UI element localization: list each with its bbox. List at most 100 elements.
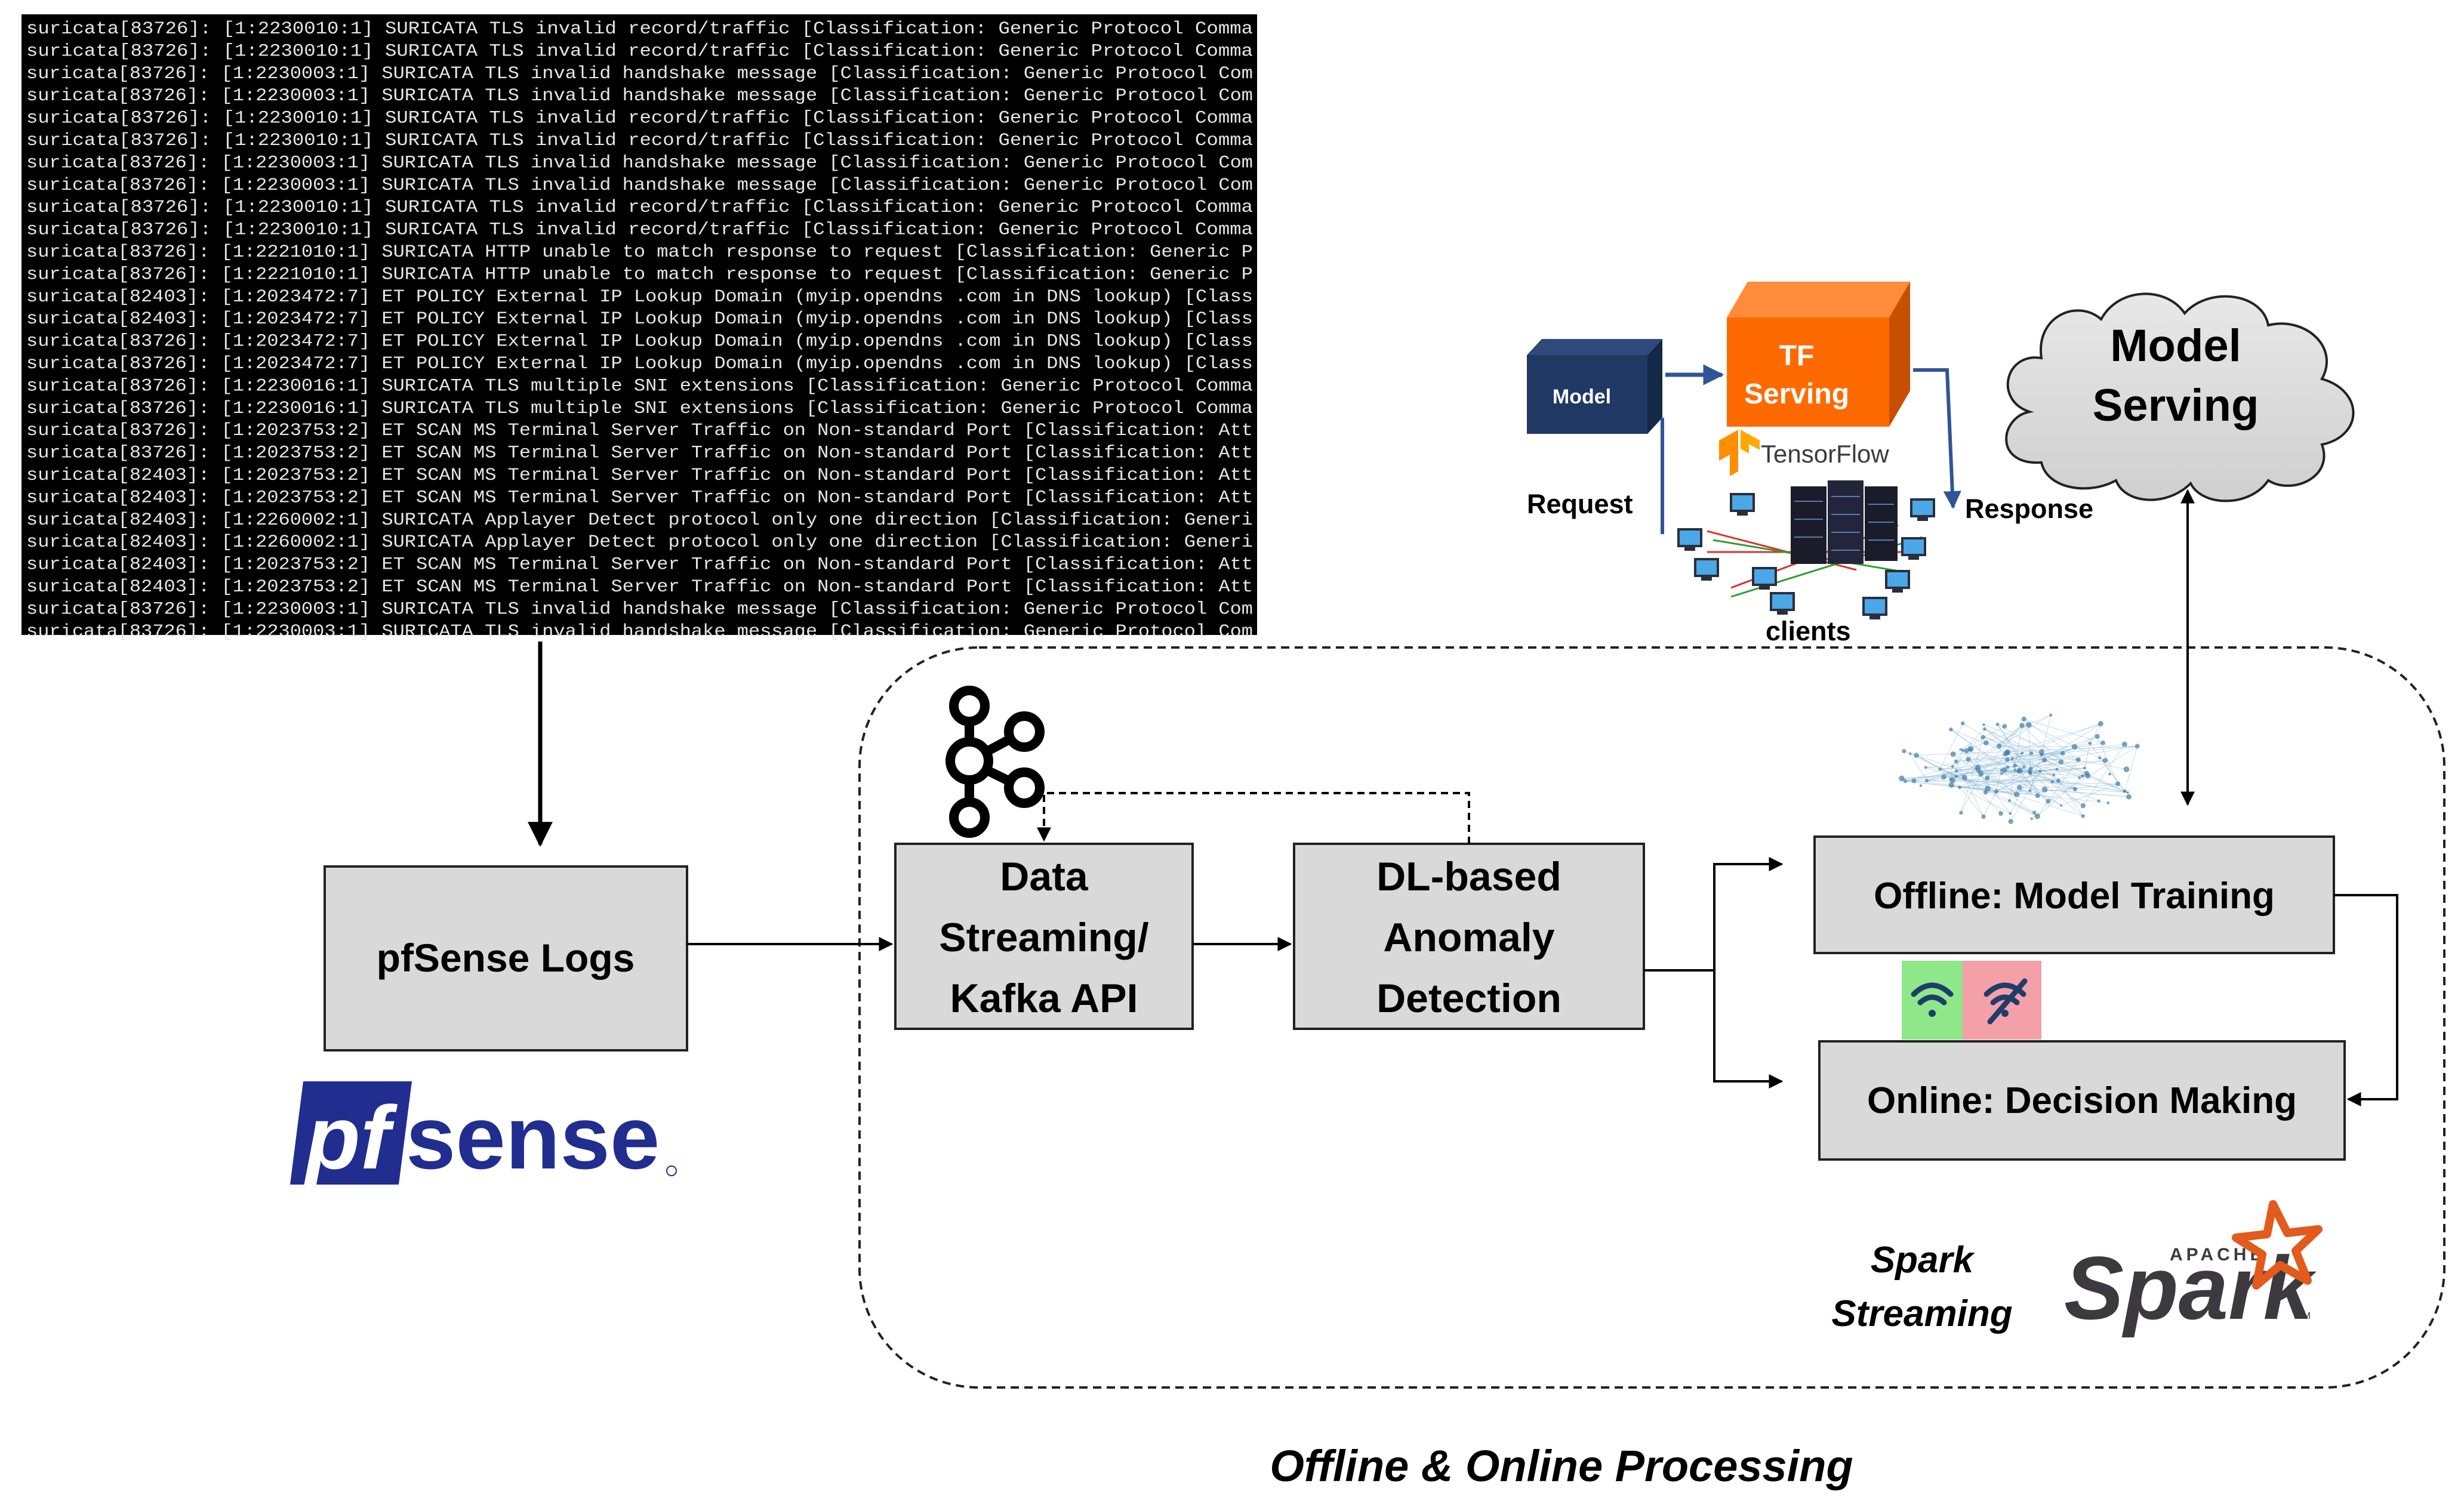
offline-training-label: Offline: Model Training (1874, 875, 2275, 917)
network-node (1981, 735, 1985, 740)
terminal-line: suricata[83726]: [1:2230010:1] SURICATA … (26, 108, 1253, 128)
network-node (1975, 767, 1978, 770)
network-edge (2044, 789, 2129, 797)
tensorflow-icon (1719, 430, 1738, 476)
network-edge (2099, 757, 2125, 792)
network-edge (1959, 775, 2088, 788)
network-edge (1944, 749, 1971, 778)
network-node (2034, 813, 2041, 819)
wifi-on-background (1902, 961, 1963, 1040)
dl-anomaly-node: DL-based Anomaly Detection (1293, 843, 1645, 1030)
tf-serving-label-line1: TF (1779, 340, 1815, 372)
network-node (1954, 769, 1958, 773)
network-edge (1905, 742, 2103, 782)
network-node (1984, 785, 1991, 792)
network-edge (2089, 723, 2101, 744)
network-node (1924, 779, 1929, 783)
network-edge (2028, 724, 2106, 761)
terminal-line: suricata[82403]: [1:2023753:2] ET SCAN M… (26, 554, 1253, 575)
network-node (2009, 812, 2012, 815)
terminal-line: suricata[83726]: [1:2230010:1] SURICATA … (26, 41, 1253, 61)
network-edge (1952, 750, 1963, 767)
network-node (1964, 748, 1969, 753)
network-node (2028, 766, 2033, 771)
terminal-line: suricata[83726]: [1:2230016:1] SURICATA … (26, 375, 1253, 396)
network-node (1903, 779, 1908, 784)
network-edge (2124, 746, 2138, 791)
network-edge (1996, 770, 2041, 792)
network-edge (2015, 736, 2098, 766)
network-edge (1997, 724, 2087, 774)
network-node (1994, 789, 1998, 794)
network-edge (2030, 760, 2106, 773)
network-node (2000, 772, 2003, 775)
network-node (1950, 751, 1956, 757)
network-node (2019, 723, 2025, 728)
clients-network (1677, 480, 1935, 619)
online-decision-node: Online: Decision Making (1818, 1040, 2346, 1161)
model-serving-label-line2: Serving (2093, 380, 2259, 431)
model-cube: Model (1527, 339, 1662, 434)
network-edge (1950, 779, 2128, 793)
network-node (1911, 778, 1917, 784)
network-node (2052, 773, 2056, 777)
network-node (2038, 769, 2042, 773)
network-edge (2010, 770, 2041, 822)
network-node (2032, 810, 2037, 815)
network-node (2083, 766, 2087, 770)
network-edge (1997, 724, 2025, 767)
network-node (2016, 768, 2021, 773)
network-node (2098, 721, 2103, 727)
network-edge (1926, 776, 1957, 781)
server-rack (1791, 480, 1898, 564)
network-edge (2084, 743, 2090, 769)
network-edge (1997, 724, 2031, 773)
network-node (1959, 810, 1963, 815)
network-edge (1984, 729, 2059, 781)
network-edge (2041, 715, 2052, 755)
network-edge (1901, 773, 2002, 779)
network-edge (1959, 787, 1984, 817)
terminal-lines: suricata[83726]: [1:2230010:1] SURICATA … (26, 18, 1253, 642)
network-edge (2028, 724, 2031, 773)
network-edge (1986, 752, 2008, 779)
network-edge (1981, 725, 2022, 774)
terminal-line: suricata[82403]: [1:2023472:7] ET POLICY… (26, 309, 1253, 329)
response-arrow (1913, 368, 1961, 509)
terminal-line: suricata[82403]: [1:2023472:7] ET POLICY… (26, 286, 1253, 307)
network-node (1983, 740, 1989, 746)
cloud-shape (2005, 292, 2355, 502)
spark-logo-star (2232, 1200, 2323, 1290)
data-streaming-box (894, 843, 1194, 1030)
terminal-line: suricata[82403]: [1:2260002:1] SURICATA … (26, 532, 1253, 552)
network-node (1959, 748, 1962, 751)
network-node (1954, 775, 1958, 778)
network-node (2055, 767, 2059, 771)
network-edge (1956, 759, 2008, 772)
network-edge (2012, 753, 2032, 760)
network-node (1919, 784, 1923, 787)
offline-training-box (1813, 835, 2335, 954)
terminal-line: suricata[83726]: [1:2023472:7] ET POLICY… (26, 353, 1253, 374)
network-node (2100, 740, 2106, 745)
network-node (2123, 789, 2127, 793)
network-edge (2029, 754, 2042, 791)
network-edge (1925, 767, 2088, 776)
network-edge (1940, 769, 1965, 778)
network-node (1914, 753, 1919, 758)
network-node (2021, 716, 2026, 722)
terminal-line: suricata[82403]: [1:2023753:2] ET SCAN M… (26, 465, 1253, 485)
network-node (1908, 752, 1912, 756)
network-edge (1987, 736, 2098, 790)
pfsense-logo: pf sense pfsense (290, 1081, 677, 1188)
suricata-log-terminal: suricata[83726]: [1:2230010:1] SURICATA … (21, 14, 1257, 642)
network-node (1938, 767, 1942, 771)
offline-training-node: Offline: Model Training (1813, 835, 2335, 954)
network-node (2001, 767, 2007, 773)
network-edge (2019, 787, 2129, 797)
model-serving-label-line1: Model (2110, 320, 2241, 371)
network-node (1960, 721, 1965, 726)
network-node (1998, 811, 2004, 816)
terminal-line: suricata[83726]: [1:2230003:1] SURICATA … (26, 621, 1253, 642)
